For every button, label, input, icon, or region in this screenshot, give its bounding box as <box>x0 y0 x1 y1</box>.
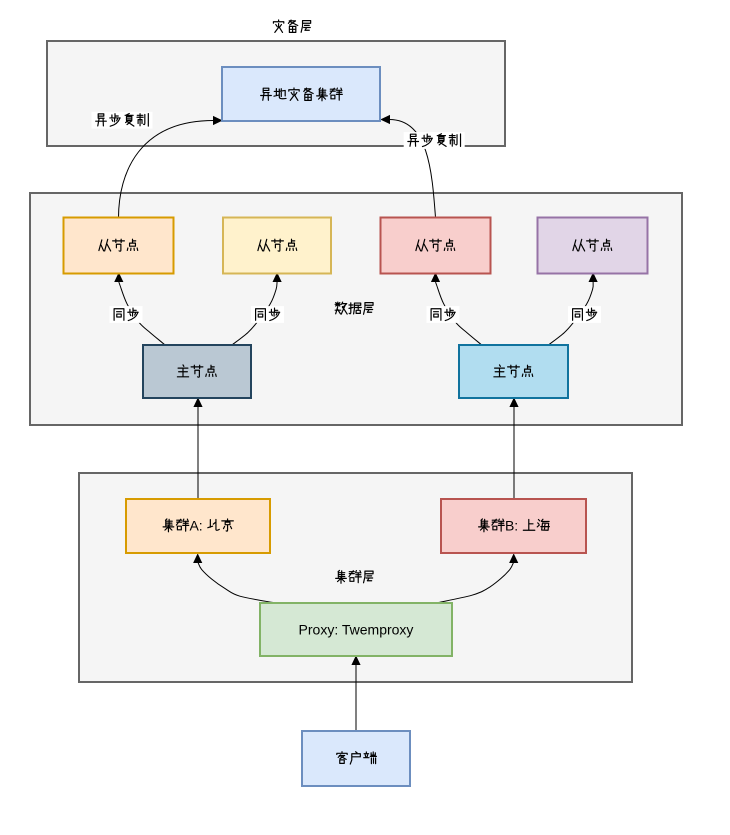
svg-text:Proxy: Twemproxy: Proxy: Twemproxy <box>299 621 414 637</box>
svg-text:A:: A: <box>189 518 206 534</box>
svg-text:B:: B: <box>505 518 522 534</box>
